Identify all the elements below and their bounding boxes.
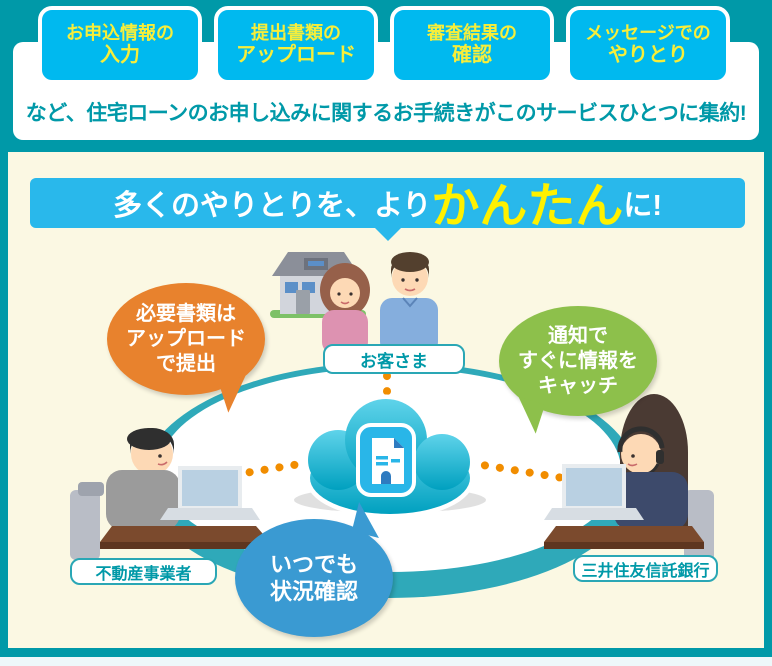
realtor-label: 不動産事業者	[70, 558, 217, 585]
customer-couple-illustration	[320, 252, 438, 354]
feature-box-line1: 提出書類の	[251, 23, 341, 44]
connector-realtor	[186, 459, 310, 486]
headline-highlight: かんたん	[431, 180, 624, 233]
feature-box-document-upload: 提出書類の アップロード	[214, 6, 378, 84]
summary-text: など、住宅ローンのお申し込みに関するお手続きがこのサービスひとつに集約!	[25, 102, 747, 125]
feature-box-application-input: お申込情報の 入力	[38, 6, 202, 84]
status-speech-bubble: いつでも 状況確認	[235, 519, 393, 637]
bubble-line: 必要書類は	[136, 302, 236, 325]
headline-suffix: に!	[623, 190, 663, 222]
feature-box-line2: 確認	[452, 43, 492, 66]
bottom-strip	[0, 657, 772, 666]
notify-speech-bubble: 通知で すぐに情報を キャッチ	[499, 306, 657, 416]
main-panel: 多くのやりとりを、よりかんたんに!	[8, 152, 764, 648]
bubble-line: キャッチ	[538, 374, 618, 397]
feature-box-line1: メッセージでの	[585, 23, 711, 44]
bubble-line: 通知で	[548, 324, 608, 347]
bubble-line: すぐに情報を	[518, 349, 638, 372]
feature-box-line1: お申込情報の	[66, 23, 174, 44]
bubble-line: 状況確認	[269, 579, 358, 604]
feature-box-messaging: メッセージでの やりとり	[566, 6, 730, 84]
bubble-line: アップロード	[126, 327, 246, 350]
feature-box-line2: 入力	[100, 43, 140, 66]
upload-speech-bubble: 必要書類は アップロード で提出	[107, 283, 265, 395]
feature-box-line1: 審査結果の	[427, 23, 517, 44]
bubble-line: で提出	[156, 352, 216, 375]
bank-label: 三井住友信託銀行	[573, 555, 718, 582]
bank-operator-illustration	[544, 394, 714, 562]
feature-box-line2: やりとり	[608, 43, 688, 66]
customer-label: お客さま	[323, 344, 465, 374]
feature-box-screening-result: 審査結果の 確認	[390, 6, 554, 84]
building-document-icon	[356, 423, 416, 497]
cloud-icon	[294, 394, 486, 519]
realtor-worker-illustration	[70, 428, 270, 560]
feature-box-line2: アップロード	[236, 43, 356, 66]
bubble-line: いつでも	[269, 551, 358, 577]
connector-bank	[466, 459, 592, 486]
dotted-connectors	[186, 372, 592, 486]
headline-prefix: 多くのやりとりを、より	[112, 190, 432, 222]
headline-band: 多くのやりとりを、よりかんたんに!	[30, 178, 745, 241]
